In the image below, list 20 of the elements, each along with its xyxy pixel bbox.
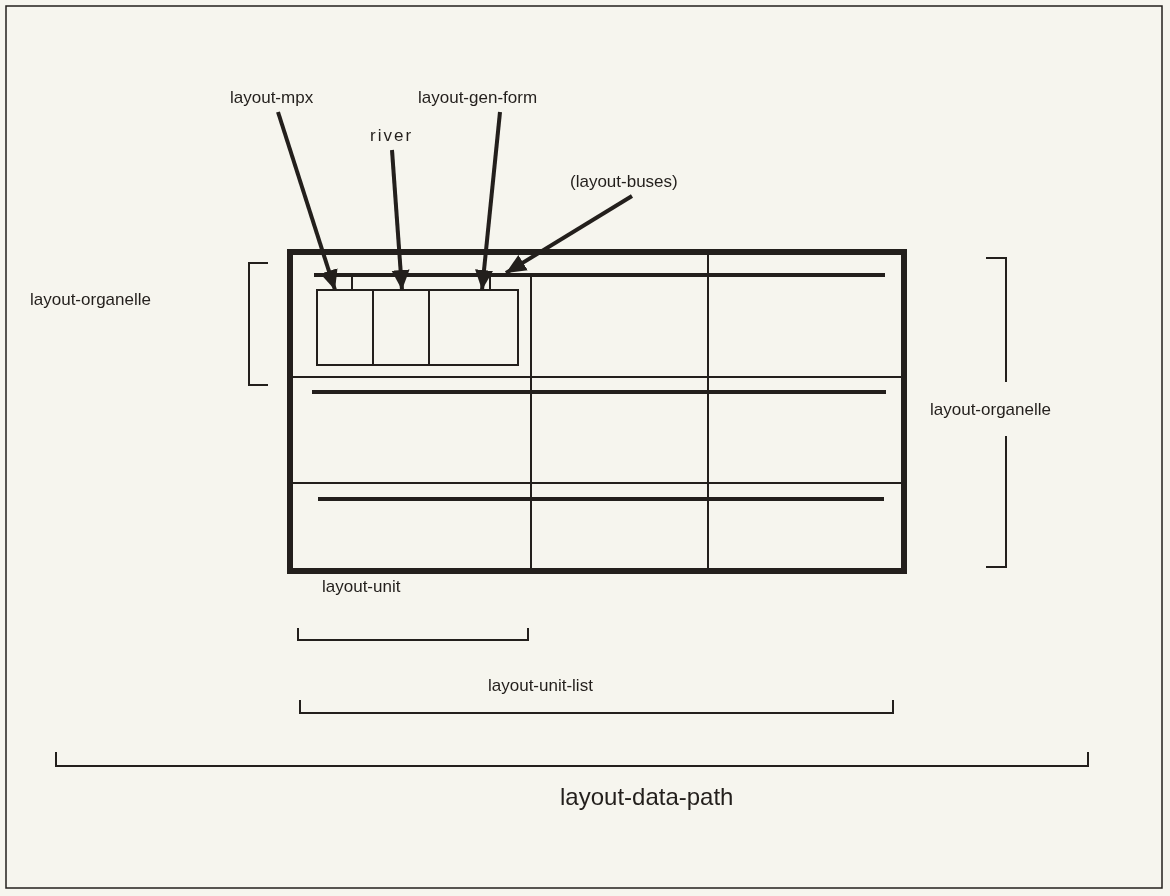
bus-tap-line bbox=[489, 276, 491, 291]
callout-label: layout-mpx bbox=[230, 88, 314, 108]
unit-cell bbox=[429, 290, 518, 365]
unit-cell bbox=[373, 290, 429, 365]
dimension-label: layout-unit bbox=[322, 576, 401, 598]
dimension-label: layout-data-path bbox=[560, 782, 734, 812]
unit-cell bbox=[317, 290, 373, 365]
organelle-box bbox=[316, 289, 519, 366]
leader-line bbox=[475, 111, 502, 291]
leader-line bbox=[504, 194, 634, 275]
leader-line bbox=[276, 111, 338, 291]
callout-label: (layout-buses) bbox=[570, 172, 678, 192]
data-path-box bbox=[287, 249, 907, 574]
callout-label: river bbox=[370, 126, 414, 146]
bus-tap-line bbox=[351, 276, 353, 291]
dimension-label: layout-organelle bbox=[30, 289, 151, 311]
dimension-label: layout-unit-list bbox=[488, 675, 593, 697]
callout-label: layout-gen-form bbox=[418, 88, 538, 108]
dimension-label: layout-organelle bbox=[930, 399, 1051, 421]
leader-line bbox=[390, 149, 410, 291]
